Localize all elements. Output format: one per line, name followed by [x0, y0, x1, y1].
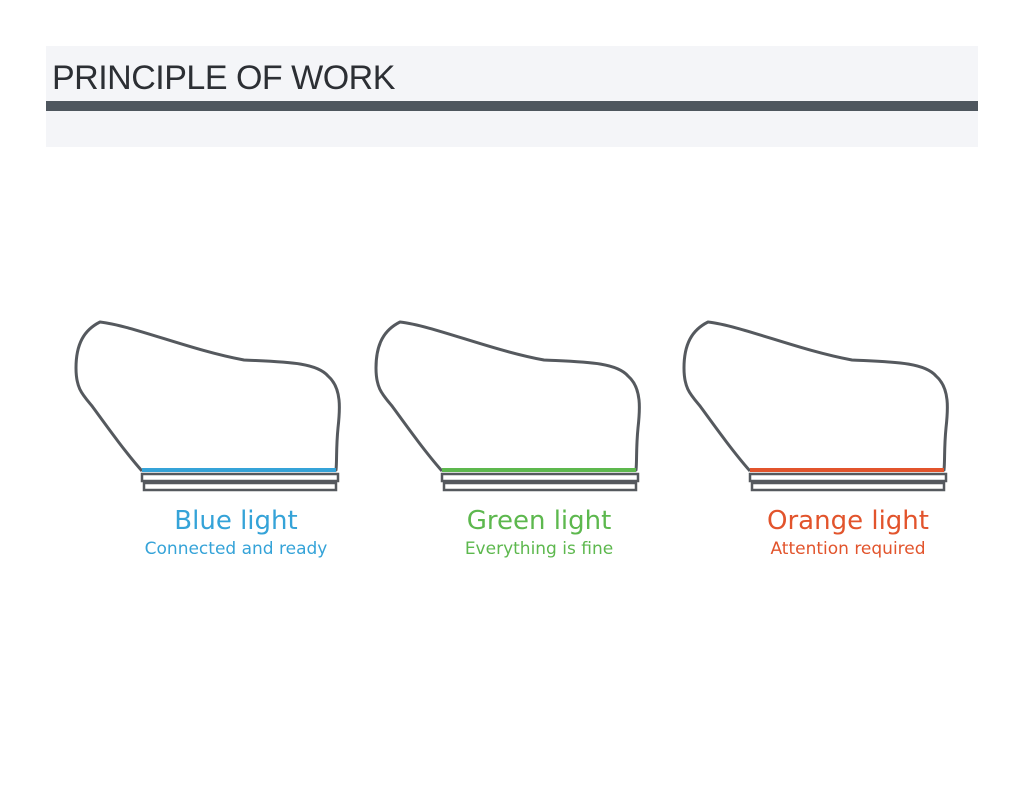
device-icon: [74, 320, 341, 492]
caption-orange: Orange light Attention required: [698, 504, 998, 560]
page-title: PRINCIPLE OF WORK: [52, 59, 395, 97]
device-icon: [374, 320, 641, 492]
title-rule: [46, 101, 978, 111]
state-title: Orange light: [767, 506, 929, 536]
header-band: [46, 46, 978, 147]
caption-green: Green light Everything is fine: [389, 504, 689, 560]
device-green: [372, 318, 648, 498]
state-subtitle: Connected and ready: [144, 539, 328, 559]
device-blue: [72, 318, 348, 498]
state-subtitle: Everything is fine: [464, 539, 614, 559]
caption-blue: Blue light Connected and ready: [86, 504, 386, 560]
state-title: Blue light: [174, 506, 298, 536]
device-icon: [682, 320, 949, 492]
state-title: Green light: [466, 506, 612, 536]
device-orange: [680, 318, 956, 498]
state-subtitle: Attention required: [770, 539, 926, 559]
